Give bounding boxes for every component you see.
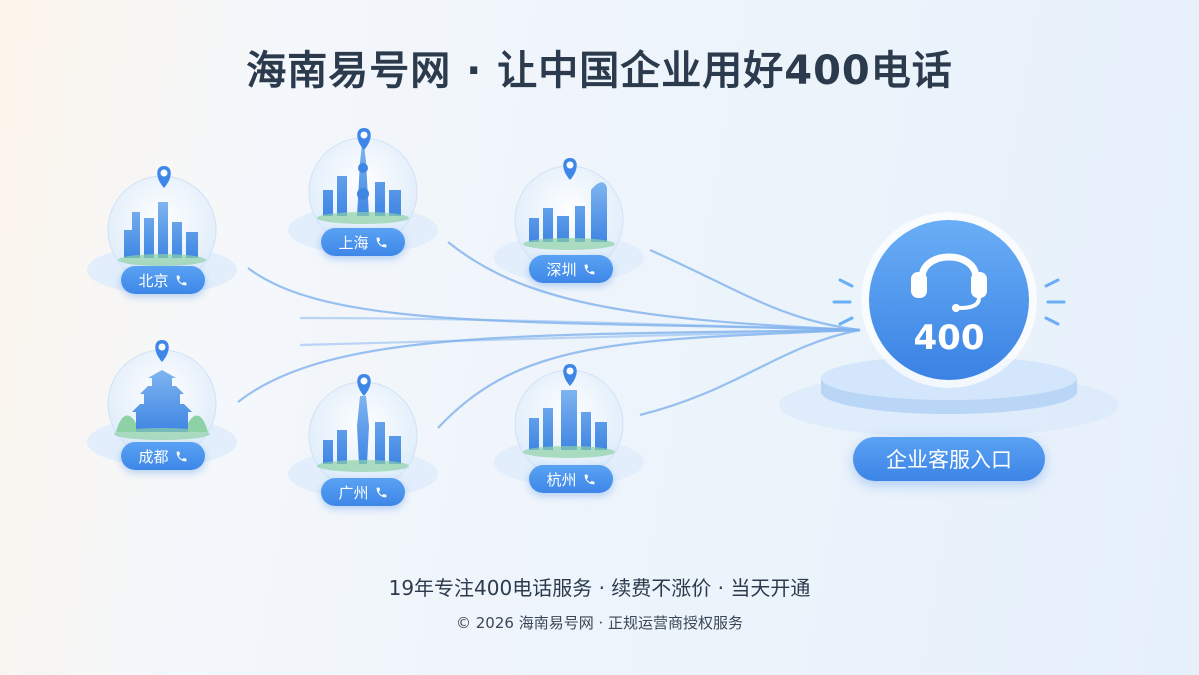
phone-icon — [584, 474, 594, 484]
hub-number: 400 — [913, 318, 985, 358]
city-label-text: 杭州 — [546, 470, 577, 489]
city-label-text: 成都 — [138, 447, 169, 466]
footer-tagline: 19年专注400电话服务 · 续费不涨价 · 当天开通 — [388, 576, 811, 600]
connection-lines — [237, 241, 861, 429]
city-label-shanghai[interactable]: 上海 — [321, 228, 405, 256]
customer-service-entry-button[interactable]: 企业客服入口 — [853, 437, 1045, 481]
map-pin-icon — [563, 364, 577, 386]
line-shenzhen — [649, 248, 861, 332]
city-label-text: 北京 — [138, 271, 169, 290]
map-pin-icon — [157, 166, 171, 188]
phone-icon — [376, 487, 386, 497]
city-label-hangzhou[interactable]: 杭州 — [529, 465, 613, 493]
city-label-beijing[interactable]: 北京 — [121, 266, 205, 294]
line-hangzhou — [639, 328, 861, 417]
phone-icon — [584, 264, 594, 274]
signal-rays — [832, 278, 1066, 326]
headset-icon — [911, 253, 987, 312]
city-label-text: 上海 — [338, 233, 369, 252]
city-label-text: 广州 — [338, 483, 369, 502]
city-label-text: 深圳 — [546, 260, 577, 279]
phone-icon — [176, 451, 186, 461]
city-label-chengdu[interactable]: 成都 — [121, 442, 205, 470]
map-pin-icon — [563, 158, 577, 180]
hub-circle — [869, 220, 1029, 380]
page-title: 海南易号网 · 让中国企业用好400电话 — [246, 48, 953, 94]
footer-copyright: © 2026 海南易号网 · 正规运营商授权服务 — [455, 614, 744, 632]
city-label-guangzhou[interactable]: 广州 — [321, 478, 405, 506]
line-guangzhou — [437, 328, 861, 429]
map-pin-icon — [357, 374, 371, 396]
phone-icon — [176, 275, 186, 285]
phone-icon — [376, 237, 386, 247]
city-label-shenzhen[interactable]: 深圳 — [529, 255, 613, 283]
map-pin-icon — [155, 340, 169, 362]
hub-platform — [779, 356, 1119, 437]
line-shanghai — [447, 241, 861, 332]
map-pin-icon — [357, 128, 371, 150]
